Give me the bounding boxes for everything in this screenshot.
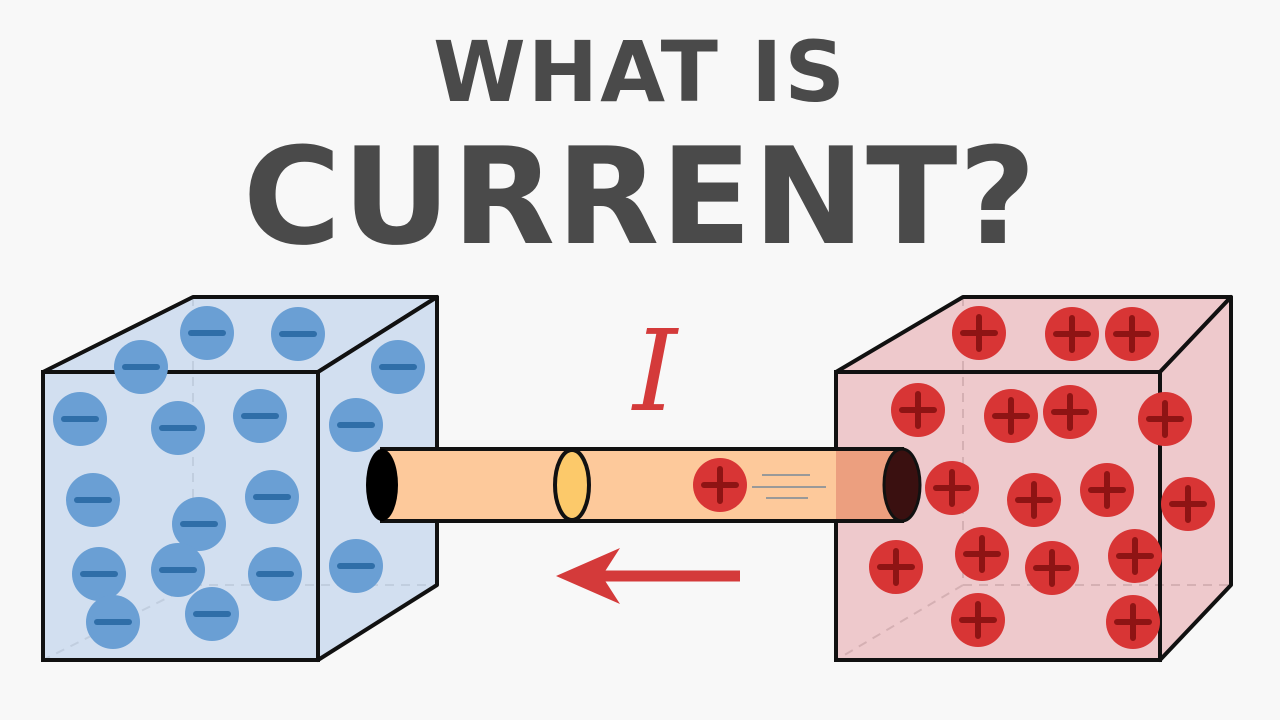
- electron: [371, 340, 425, 394]
- moving-charge: [693, 458, 826, 512]
- plus-charge-icon: [701, 466, 739, 504]
- title-line-1: WHAT IS: [433, 23, 847, 121]
- electron: [66, 473, 120, 527]
- plus-charge-icon: [1169, 485, 1207, 523]
- electron: [86, 595, 140, 649]
- plus-charge-icon: [1114, 603, 1152, 641]
- plus-charge-icon: [1116, 537, 1154, 575]
- plus-charge-icon: [960, 314, 998, 352]
- wire-right-end: [882, 447, 922, 523]
- wire-cross-section: [553, 448, 591, 522]
- proton: [1007, 473, 1061, 527]
- electron-group: [53, 306, 425, 649]
- plus-charge-icon: [1033, 549, 1071, 587]
- plus-charge-icon: [933, 469, 971, 507]
- title-line-2: CURRENT?: [242, 119, 1038, 275]
- electron: [180, 306, 234, 360]
- proton: [925, 461, 979, 515]
- electron: [248, 547, 302, 601]
- plus-charge-icon: [877, 548, 915, 586]
- electron: [329, 539, 383, 593]
- electron: [151, 543, 205, 597]
- proton: [1138, 392, 1192, 446]
- electron: [329, 398, 383, 452]
- proton: [952, 306, 1006, 360]
- plus-charge-icon: [1051, 393, 1089, 431]
- wire: [366, 447, 922, 523]
- plus-charge-icon: [1088, 471, 1126, 509]
- proton: [984, 389, 1038, 443]
- electron: [245, 470, 299, 524]
- left-arrow-icon: [556, 548, 740, 604]
- current-symbol: I: [631, 307, 680, 437]
- electron: [72, 547, 126, 601]
- plus-charge-icon: [1113, 315, 1151, 353]
- proton: [1161, 477, 1215, 531]
- plus-charge-icon: [899, 391, 937, 429]
- motion-lines-icon: [752, 474, 826, 499]
- proton: [951, 593, 1005, 647]
- proton: [1106, 595, 1160, 649]
- electron: [233, 389, 287, 443]
- electron: [172, 497, 226, 551]
- plus-charge-icon: [1146, 400, 1184, 438]
- plus-charge-icon: [959, 601, 997, 639]
- proton-group: [869, 306, 1215, 649]
- electron: [271, 307, 325, 361]
- electron: [114, 340, 168, 394]
- proton: [1105, 307, 1159, 361]
- plus-charge-icon: [963, 535, 1001, 573]
- electron: [151, 401, 205, 455]
- plus-charge-icon: [992, 397, 1030, 435]
- proton: [1045, 307, 1099, 361]
- electron: [185, 587, 239, 641]
- proton: [1043, 385, 1097, 439]
- electron: [53, 392, 107, 446]
- proton: [1025, 541, 1079, 595]
- plus-charge-icon: [1015, 481, 1053, 519]
- proton: [955, 527, 1009, 581]
- proton: [1080, 463, 1134, 517]
- proton: [891, 383, 945, 437]
- proton: [1108, 529, 1162, 583]
- wire-left-end: [366, 449, 398, 521]
- positive-cube: [834, 295, 1233, 662]
- proton: [869, 540, 923, 594]
- plus-charge-icon: [1053, 315, 1091, 353]
